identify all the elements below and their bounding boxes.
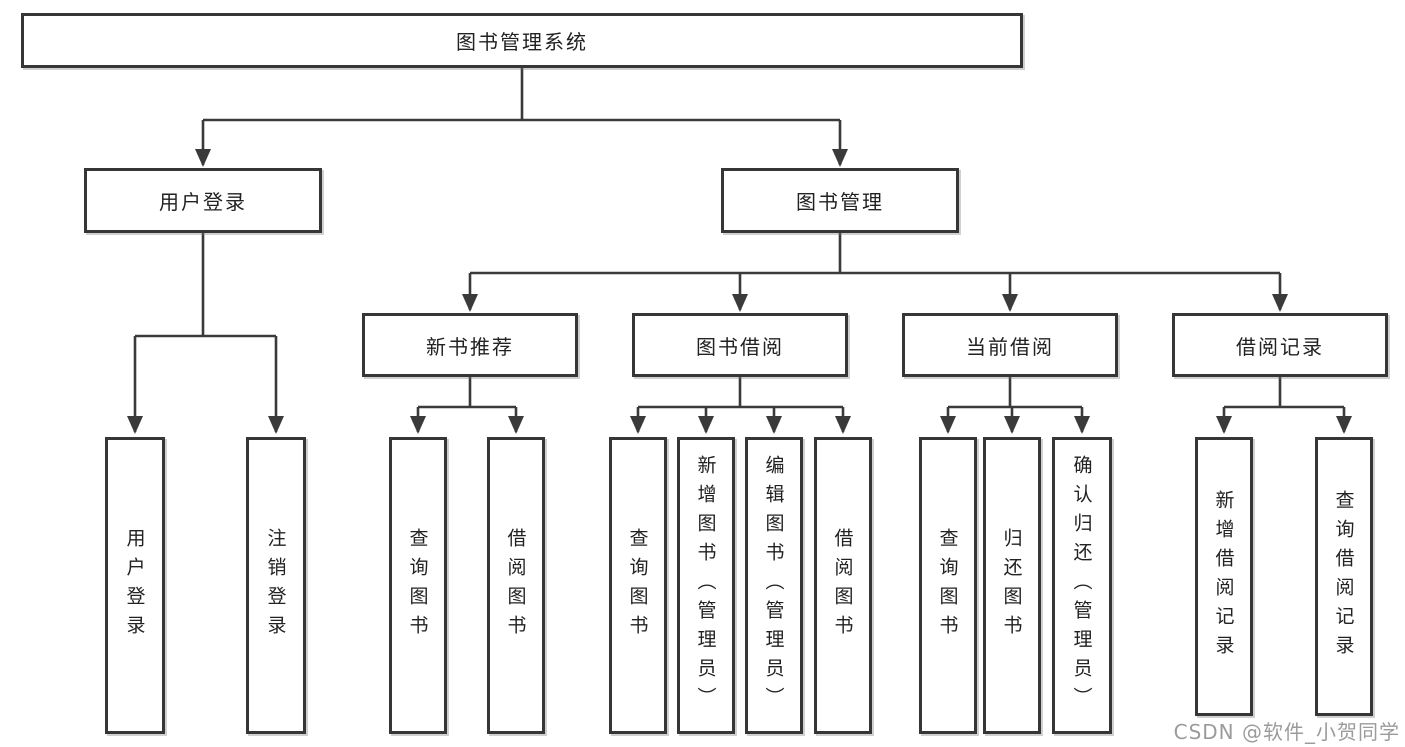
leaf-borrow-books: 借阅图书 — [814, 437, 872, 734]
leaf-borrow-query-books: 查询图书 — [609, 437, 667, 734]
leaf-logout: 注销登录 — [246, 437, 306, 734]
leaf-current-query-books: 查询图书 — [919, 437, 977, 734]
leaf-recommend-borrow-books: 借阅图书 — [487, 437, 545, 734]
node-book-management: 图书管理 — [721, 168, 959, 233]
leaf-return-books: 归还图书 — [983, 437, 1041, 734]
leaf-user-login: 用户登录 — [105, 437, 165, 734]
leaf-add-borrow-record: 新增借阅记录 — [1195, 437, 1253, 716]
leaf-query-borrow-record: 查询借阅记录 — [1315, 437, 1373, 716]
leaf-recommend-query-books: 查询图书 — [389, 437, 447, 734]
node-user-login: 用户登录 — [84, 168, 322, 233]
arrowheads — [127, 149, 1352, 434]
node-current-borrowing: 当前借阅 — [902, 313, 1118, 377]
csdn-watermark: CSDN @软件_小贺同学 — [1173, 720, 1400, 744]
leaf-add-books-admin: 新增图书（管理员） — [677, 437, 735, 734]
node-root: 图书管理系统 — [21, 13, 1023, 68]
node-new-book-recommend: 新书推荐 — [362, 313, 578, 377]
leaf-confirm-return-admin: 确认归还（管理员） — [1052, 437, 1112, 734]
leaf-edit-books-admin: 编辑图书（管理员） — [745, 437, 803, 734]
node-book-borrowing: 图书借阅 — [632, 313, 848, 377]
node-borrowing-records: 借阅记录 — [1172, 313, 1388, 377]
